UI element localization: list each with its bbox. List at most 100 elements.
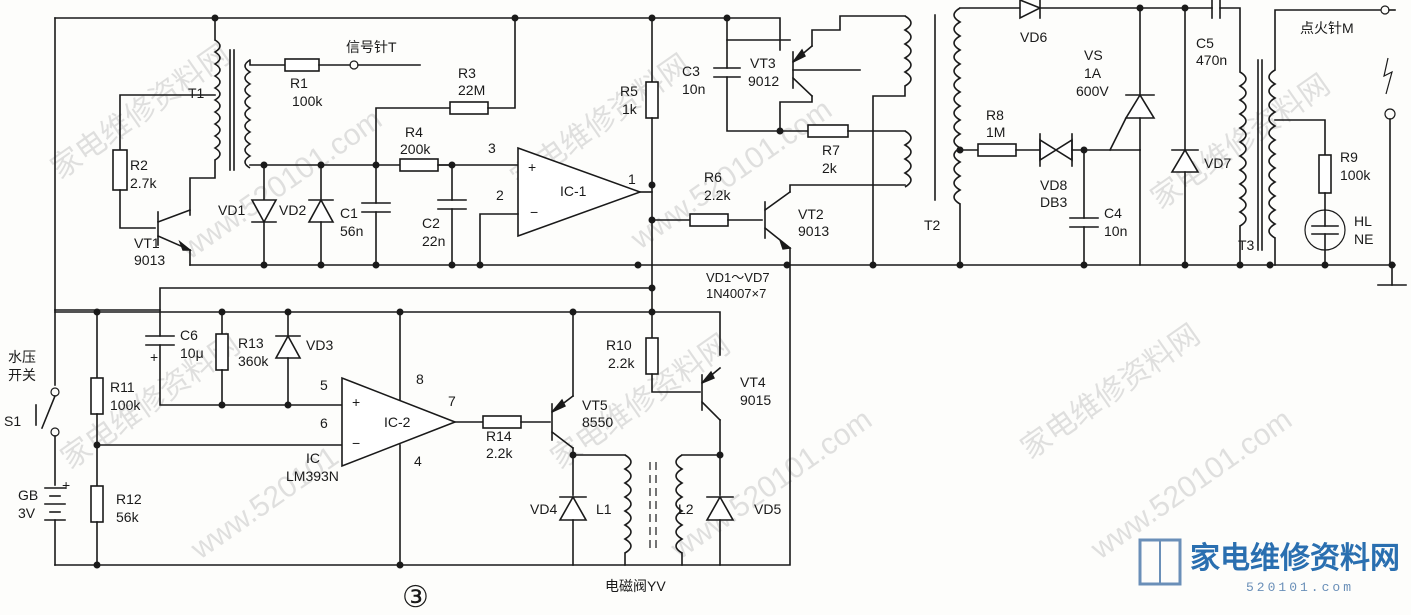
opamp-ic2: + − IC-2 5 6 8 4 7 IC LM393N [286,311,484,566]
diode-vd3: VD3 [274,311,333,409]
transformer-t3: T3 [1238,9,1381,266]
diodes-note-2: 1N4007×7 [706,286,766,301]
value-r2: 2.7k [130,175,157,191]
label-ic2: IC-2 [384,414,411,430]
value-r9: 100k [1340,167,1371,183]
ic1-plus: + [528,159,536,175]
transistor-vt4: VT4 9015 [700,366,771,496]
transistor-vt3: VT3 9012 [726,15,906,132]
resistor-r12: R12 56k [90,485,142,566]
resistor-r14: R14 2.2k [482,415,551,461]
transistor-vt2: VT2 9013 [763,184,906,266]
resistor-r7: R7 2k [807,124,906,176]
label-c4: C4 [1104,205,1122,221]
label-c1: C1 [340,205,358,221]
watermark-text: 家电维修资料网 [1015,318,1206,465]
value-r7: 2k [822,160,838,176]
label-r7: R7 [822,142,840,158]
resistor-r4: R4 200k [399,124,519,172]
value-hl: NE [1354,231,1373,247]
value-r4: 200k [400,141,431,157]
label-c5: C5 [1196,35,1214,51]
watermark-text: www.520101.com [174,103,388,266]
label-ic: IC [306,450,320,466]
figure-number: ③ [402,581,429,614]
resistor-r1: R1 100k 信号针T [284,39,421,109]
label-r1: R1 [290,75,308,91]
label-r8: R8 [986,107,1004,123]
watermark-text: www.520101.com [664,403,878,566]
feedback-line: VD1～VD7 1N4007×7 [159,270,770,337]
value-vt1: 9013 [134,252,165,268]
capacitor-c3: C3 10n [682,17,809,135]
value-vs-1: 1A [1084,65,1102,81]
brand-text: 家电维修资料网 [1190,542,1400,575]
coil-l2: L2 [675,454,721,566]
capacitor-c1: C1 56n [340,161,391,266]
coil-l1: L1 [596,454,657,566]
label-r5: R5 [620,83,638,99]
value-gb: 3V [18,505,36,521]
ic2-pin6: 6 [320,415,328,431]
resistor-r3: R3 22M [375,17,516,166]
label-r2: R2 [130,157,148,173]
battery-plus: + [62,477,70,493]
label-c2: C2 [422,215,440,231]
value-vs-2: 600V [1076,83,1109,99]
value-c5: 470n [1196,52,1227,68]
ground-rail-upper [189,261,1407,286]
value-r12: 56k [116,509,140,525]
transistor-vt5: VT5 8550 [550,311,626,496]
label-c3: C3 [682,63,700,79]
label-r13: R13 [238,335,264,351]
value-vt4: 9015 [740,392,771,408]
label-r4: R4 [405,124,423,140]
diodes-note-1: VD1～VD7 [706,270,770,285]
label-gb: GB [18,487,38,503]
label-vt3: VT3 [750,55,776,71]
ic1-pin1: 1 [628,171,636,187]
value-r1: 100k [292,93,323,109]
label-hl: HL [1354,213,1372,229]
diode-vd6: VD6 [959,0,1213,45]
value-vd8: DB3 [1040,194,1067,210]
ignite-needle-label: 点火针M [1300,20,1354,36]
value-c2: 22n [422,233,445,249]
c6-plus: + [150,349,158,365]
diode-vd5: VD5 [705,495,781,566]
label-ic1: IC-1 [560,183,587,199]
value-r3: 22M [458,82,485,98]
value-r10: 2.2k [608,355,635,371]
label-r10: R10 [606,337,632,353]
battery-gb: + GB 3V [18,477,70,566]
value-r6: 2.2k [704,187,731,203]
label-vt4: VT4 [740,374,766,390]
label-c6: C6 [180,327,198,343]
label-vs: VS [1084,47,1103,63]
label-vt5: VT5 [582,397,608,413]
transistor-vt1: VT1 9013 [134,208,192,268]
label-vd7: VD7 [1204,155,1231,171]
resistor-r2: R2 2.7k [112,149,157,229]
label-vd3: VD3 [306,337,333,353]
switch-s1[interactable]: 水压 开关 S1 [4,349,60,486]
value-vt2: 9013 [798,223,829,239]
resistor-r9: R9 100k [1318,149,1371,211]
value-r5: 1k [622,101,638,117]
label-vd1: VD1 [218,202,245,218]
ic2-pin8: 8 [416,371,424,387]
resistor-r10: R10 2.2k [606,337,701,393]
diode-vd1-vd2: VD1 VD2 [218,161,335,266]
label-vt1: VT1 [134,235,160,251]
value-r8: 1M [986,124,1005,140]
signal-needle-label: 信号针T [346,39,397,55]
resistor-r5: R5 1k [620,17,659,292]
ic2-minus: − [352,435,360,451]
label-vd2: VD2 [279,202,306,218]
label-vd8: VD8 [1040,177,1067,193]
value-vt3: 9012 [748,73,779,89]
value-c3: 10n [682,81,705,97]
ic1-pin2: 2 [496,187,504,203]
label-l1: L1 [596,501,612,517]
